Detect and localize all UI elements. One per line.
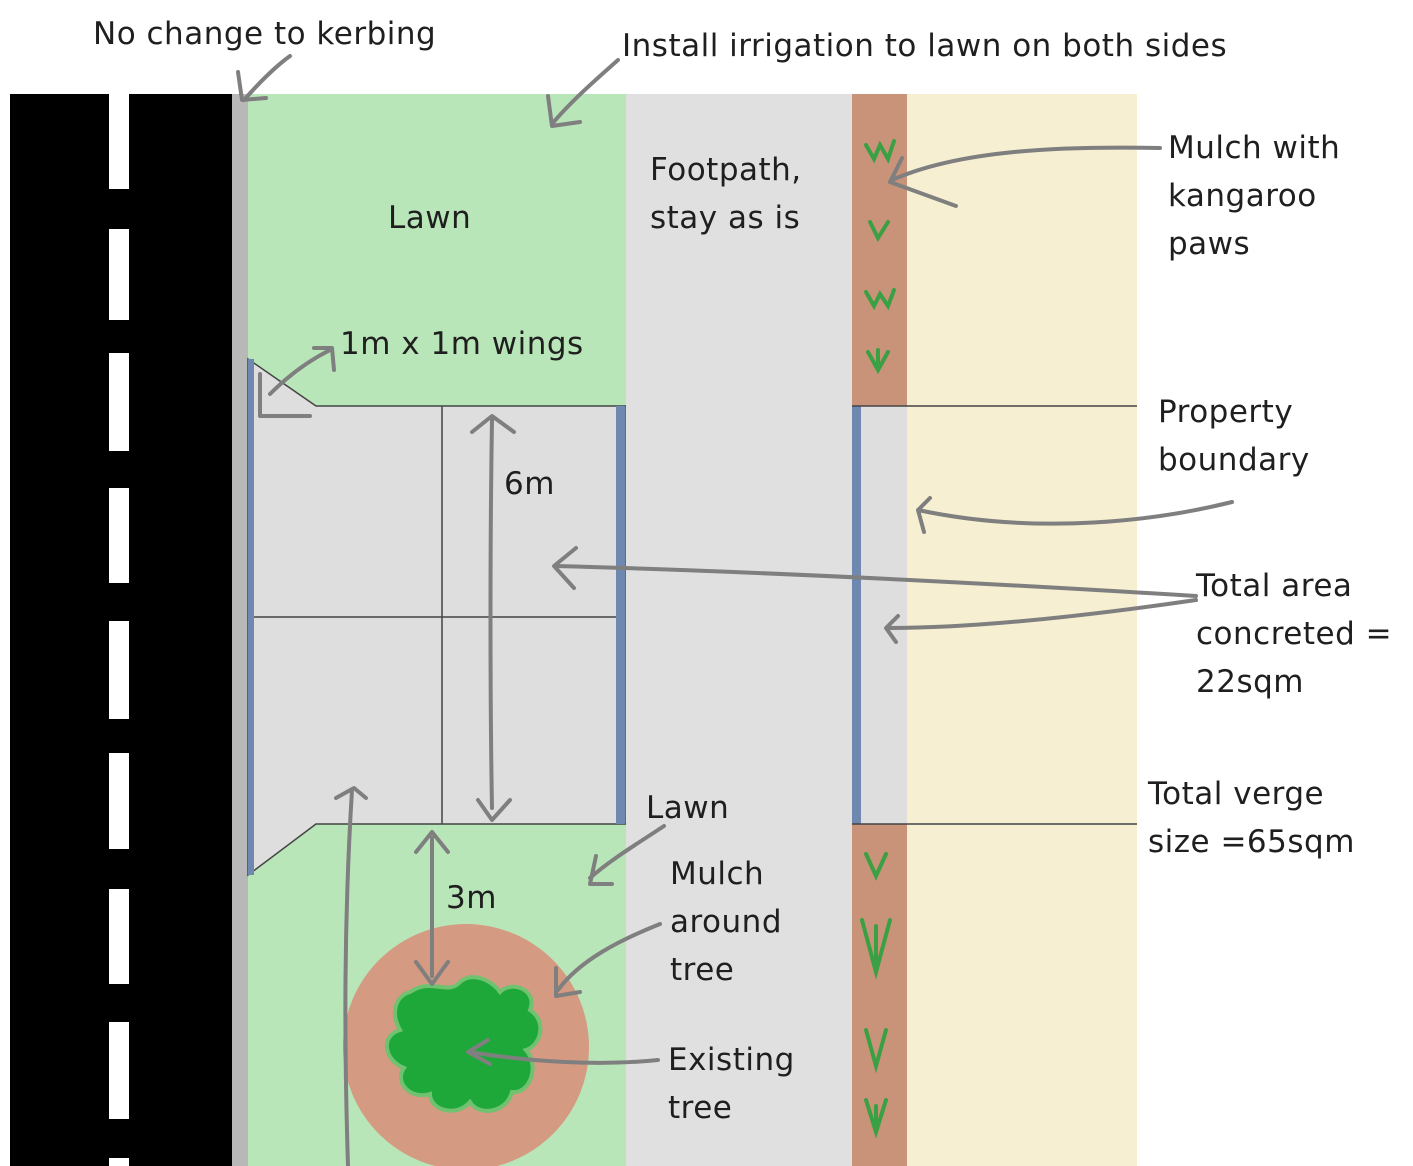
arrow-icon bbox=[334, 786, 368, 1166]
total-verge-note: Total verge size =65sqm bbox=[1148, 776, 1355, 860]
footpath bbox=[626, 94, 852, 1166]
arrow-icon bbox=[236, 54, 292, 102]
dimension-3m: 3m bbox=[446, 880, 497, 916]
arrow-icon bbox=[414, 830, 450, 986]
property-boundary-note: Property boundary bbox=[1158, 394, 1310, 478]
dimension-6m: 6m bbox=[504, 466, 555, 502]
lawn-top-label: Lawn bbox=[388, 200, 472, 236]
arrow-icon bbox=[554, 922, 662, 998]
lawn-top bbox=[248, 94, 626, 406]
irrigation-note: Install irrigation to lawn on both sides bbox=[622, 28, 1228, 64]
mulch-bed-bottom bbox=[852, 824, 907, 1166]
crossover-edge-left bbox=[248, 359, 254, 875]
wings-note: 1m x 1m wings bbox=[340, 326, 584, 362]
road-centre-line bbox=[109, 94, 129, 1166]
crossover-edge-right bbox=[616, 406, 625, 824]
footpath-note: Footpath, stay as is bbox=[650, 152, 802, 236]
arrow-icon bbox=[888, 145, 1162, 208]
lawn-bottom-label: Lawn bbox=[646, 790, 730, 826]
total-concreted-note: Total area concreted = 22sqm bbox=[1196, 568, 1393, 700]
existing-tree-note: Existing tree bbox=[668, 1042, 795, 1126]
arrow-icon bbox=[546, 58, 620, 128]
kerb bbox=[232, 94, 248, 1166]
driveway-inner-edge bbox=[852, 406, 861, 824]
arrow-icon bbox=[916, 496, 1234, 534]
arrow-icon bbox=[884, 598, 1198, 644]
mulch-tree-note: Mulch around tree bbox=[670, 856, 782, 988]
arrow-icon bbox=[552, 546, 1198, 598]
arrow-icon bbox=[588, 824, 666, 886]
property bbox=[907, 94, 1137, 1166]
annotation-arrows bbox=[236, 54, 1234, 1166]
kerbing-note: No change to kerbing bbox=[93, 16, 437, 52]
arrow-icon bbox=[470, 414, 516, 822]
arrow-icon bbox=[466, 1038, 660, 1066]
mulch-paws-note: Mulch with kangaroo paws bbox=[1168, 130, 1341, 262]
plant-icon bbox=[860, 139, 896, 1139]
arrow-icon bbox=[258, 372, 312, 418]
tree-icon bbox=[384, 975, 543, 1113]
arrow-icon bbox=[268, 346, 336, 396]
